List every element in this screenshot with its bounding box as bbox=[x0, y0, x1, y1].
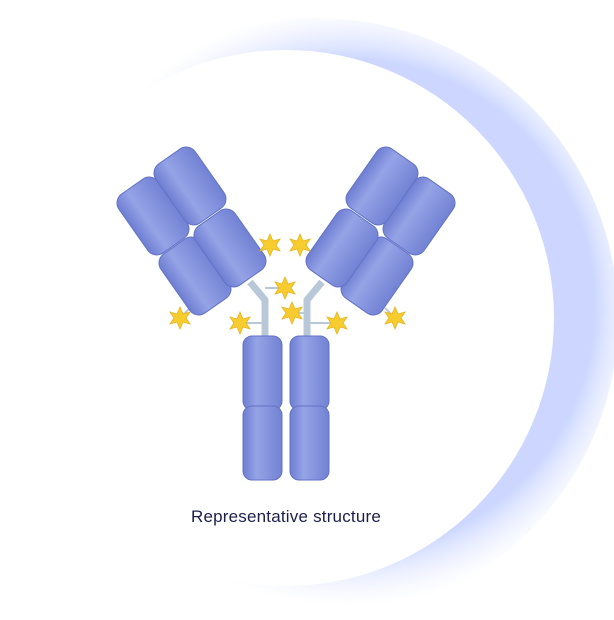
hinge-region bbox=[247, 279, 325, 340]
figure-caption: Representative structure bbox=[191, 507, 381, 526]
fc-stem bbox=[242, 335, 330, 481]
